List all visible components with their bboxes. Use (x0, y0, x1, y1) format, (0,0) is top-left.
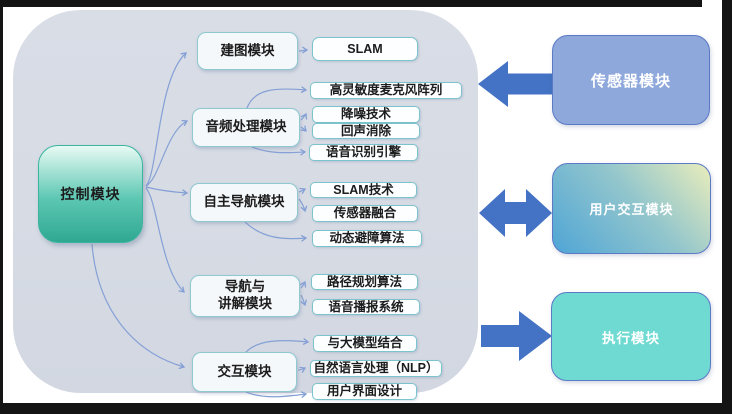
leaf-node-llm-integration: 与大模型结合 (313, 335, 417, 352)
leaf-node-mic-array: 高灵敏度麦克风阵列 (310, 82, 462, 99)
root-node-control-module: 控制模块 (38, 145, 143, 243)
frame-border-top (0, 0, 702, 7)
leaf-label: 回声消除 (340, 123, 391, 138)
branch-node-label-line1: 导航与 (224, 279, 266, 295)
branch-node-label-line2: 讲解模块 (218, 296, 272, 311)
leaf-label: SLAM技术 (333, 182, 394, 197)
user-interaction-module-label: 用户交互模块 (589, 202, 674, 217)
leaf-node-echo-cancel: 回声消除 (312, 123, 420, 139)
sensor-input-arrow-icon (478, 61, 553, 107)
leaf-label: 传感器融合 (333, 206, 397, 221)
leaf-node-dynamic-obstacle: 动态避障算法 (312, 230, 422, 247)
leaf-label: 降噪技术 (340, 107, 391, 122)
execution-module-box: 执行模块 (551, 292, 711, 381)
leaf-node-speech-recognition: 语音识别引擎 (309, 144, 418, 161)
execution-output-arrow-icon (481, 311, 552, 361)
leaf-label: 用户界面设计 (326, 384, 402, 399)
sensor-module-box: 传感器模块 (552, 35, 710, 125)
leaf-label: 动态避障算法 (329, 231, 405, 246)
leaf-node-path-planning: 路径规划算法 (311, 274, 418, 290)
user-interaction-bidirectional-arrow-icon (479, 189, 552, 237)
user-interaction-module-box: 用户交互模块 (552, 163, 711, 254)
branch-node-label: 建图模块 (220, 42, 275, 58)
branch-node-audio-processing: 音频处理模块 (192, 108, 300, 147)
leaf-label: 语音播报系统 (328, 299, 404, 314)
branch-node-autonomous-navigation: 自主导航模块 (190, 183, 298, 222)
leaf-label: 路径规划算法 (326, 274, 402, 289)
leaf-node-sensor-fusion: 传感器融合 (312, 205, 418, 222)
leaf-label: 与大模型结合 (327, 336, 403, 351)
branch-node-mapping: 建图模块 (197, 32, 298, 70)
branch-node-label: 音频处理模块 (205, 119, 287, 135)
leaf-node-slam-tech: SLAM技术 (310, 182, 417, 198)
leaf-label: 高灵敏度麦克风阵列 (329, 83, 443, 98)
leaf-node-ui-design: 用户界面设计 (312, 383, 417, 400)
frame-border-bottom (0, 403, 732, 414)
leaf-node-voice-broadcast: 语音播报系统 (312, 299, 420, 315)
leaf-label: 语音识别引擎 (325, 145, 401, 160)
root-node-label: 控制模块 (60, 186, 121, 202)
frame-border-right (722, 0, 732, 414)
leaf-node-denoise: 降噪技术 (312, 106, 420, 123)
branch-node-label: 自主导航模块 (203, 194, 285, 210)
leaf-label: 自然语言处理（NLP） (313, 361, 439, 376)
frame-border-left (0, 0, 3, 414)
leaf-node-nlp: 自然语言处理（NLP） (310, 360, 442, 377)
branch-node-navigation-explain: 导航与 讲解模块 (190, 275, 300, 317)
leaf-node-slam: SLAM (312, 37, 418, 61)
branch-node-label: 交互模块 (217, 363, 272, 379)
execution-module-label: 执行模块 (602, 330, 660, 346)
leaf-label: SLAM (347, 41, 383, 56)
branch-node-interaction: 交互模块 (192, 352, 297, 392)
sensor-module-label: 传感器模块 (590, 72, 671, 90)
